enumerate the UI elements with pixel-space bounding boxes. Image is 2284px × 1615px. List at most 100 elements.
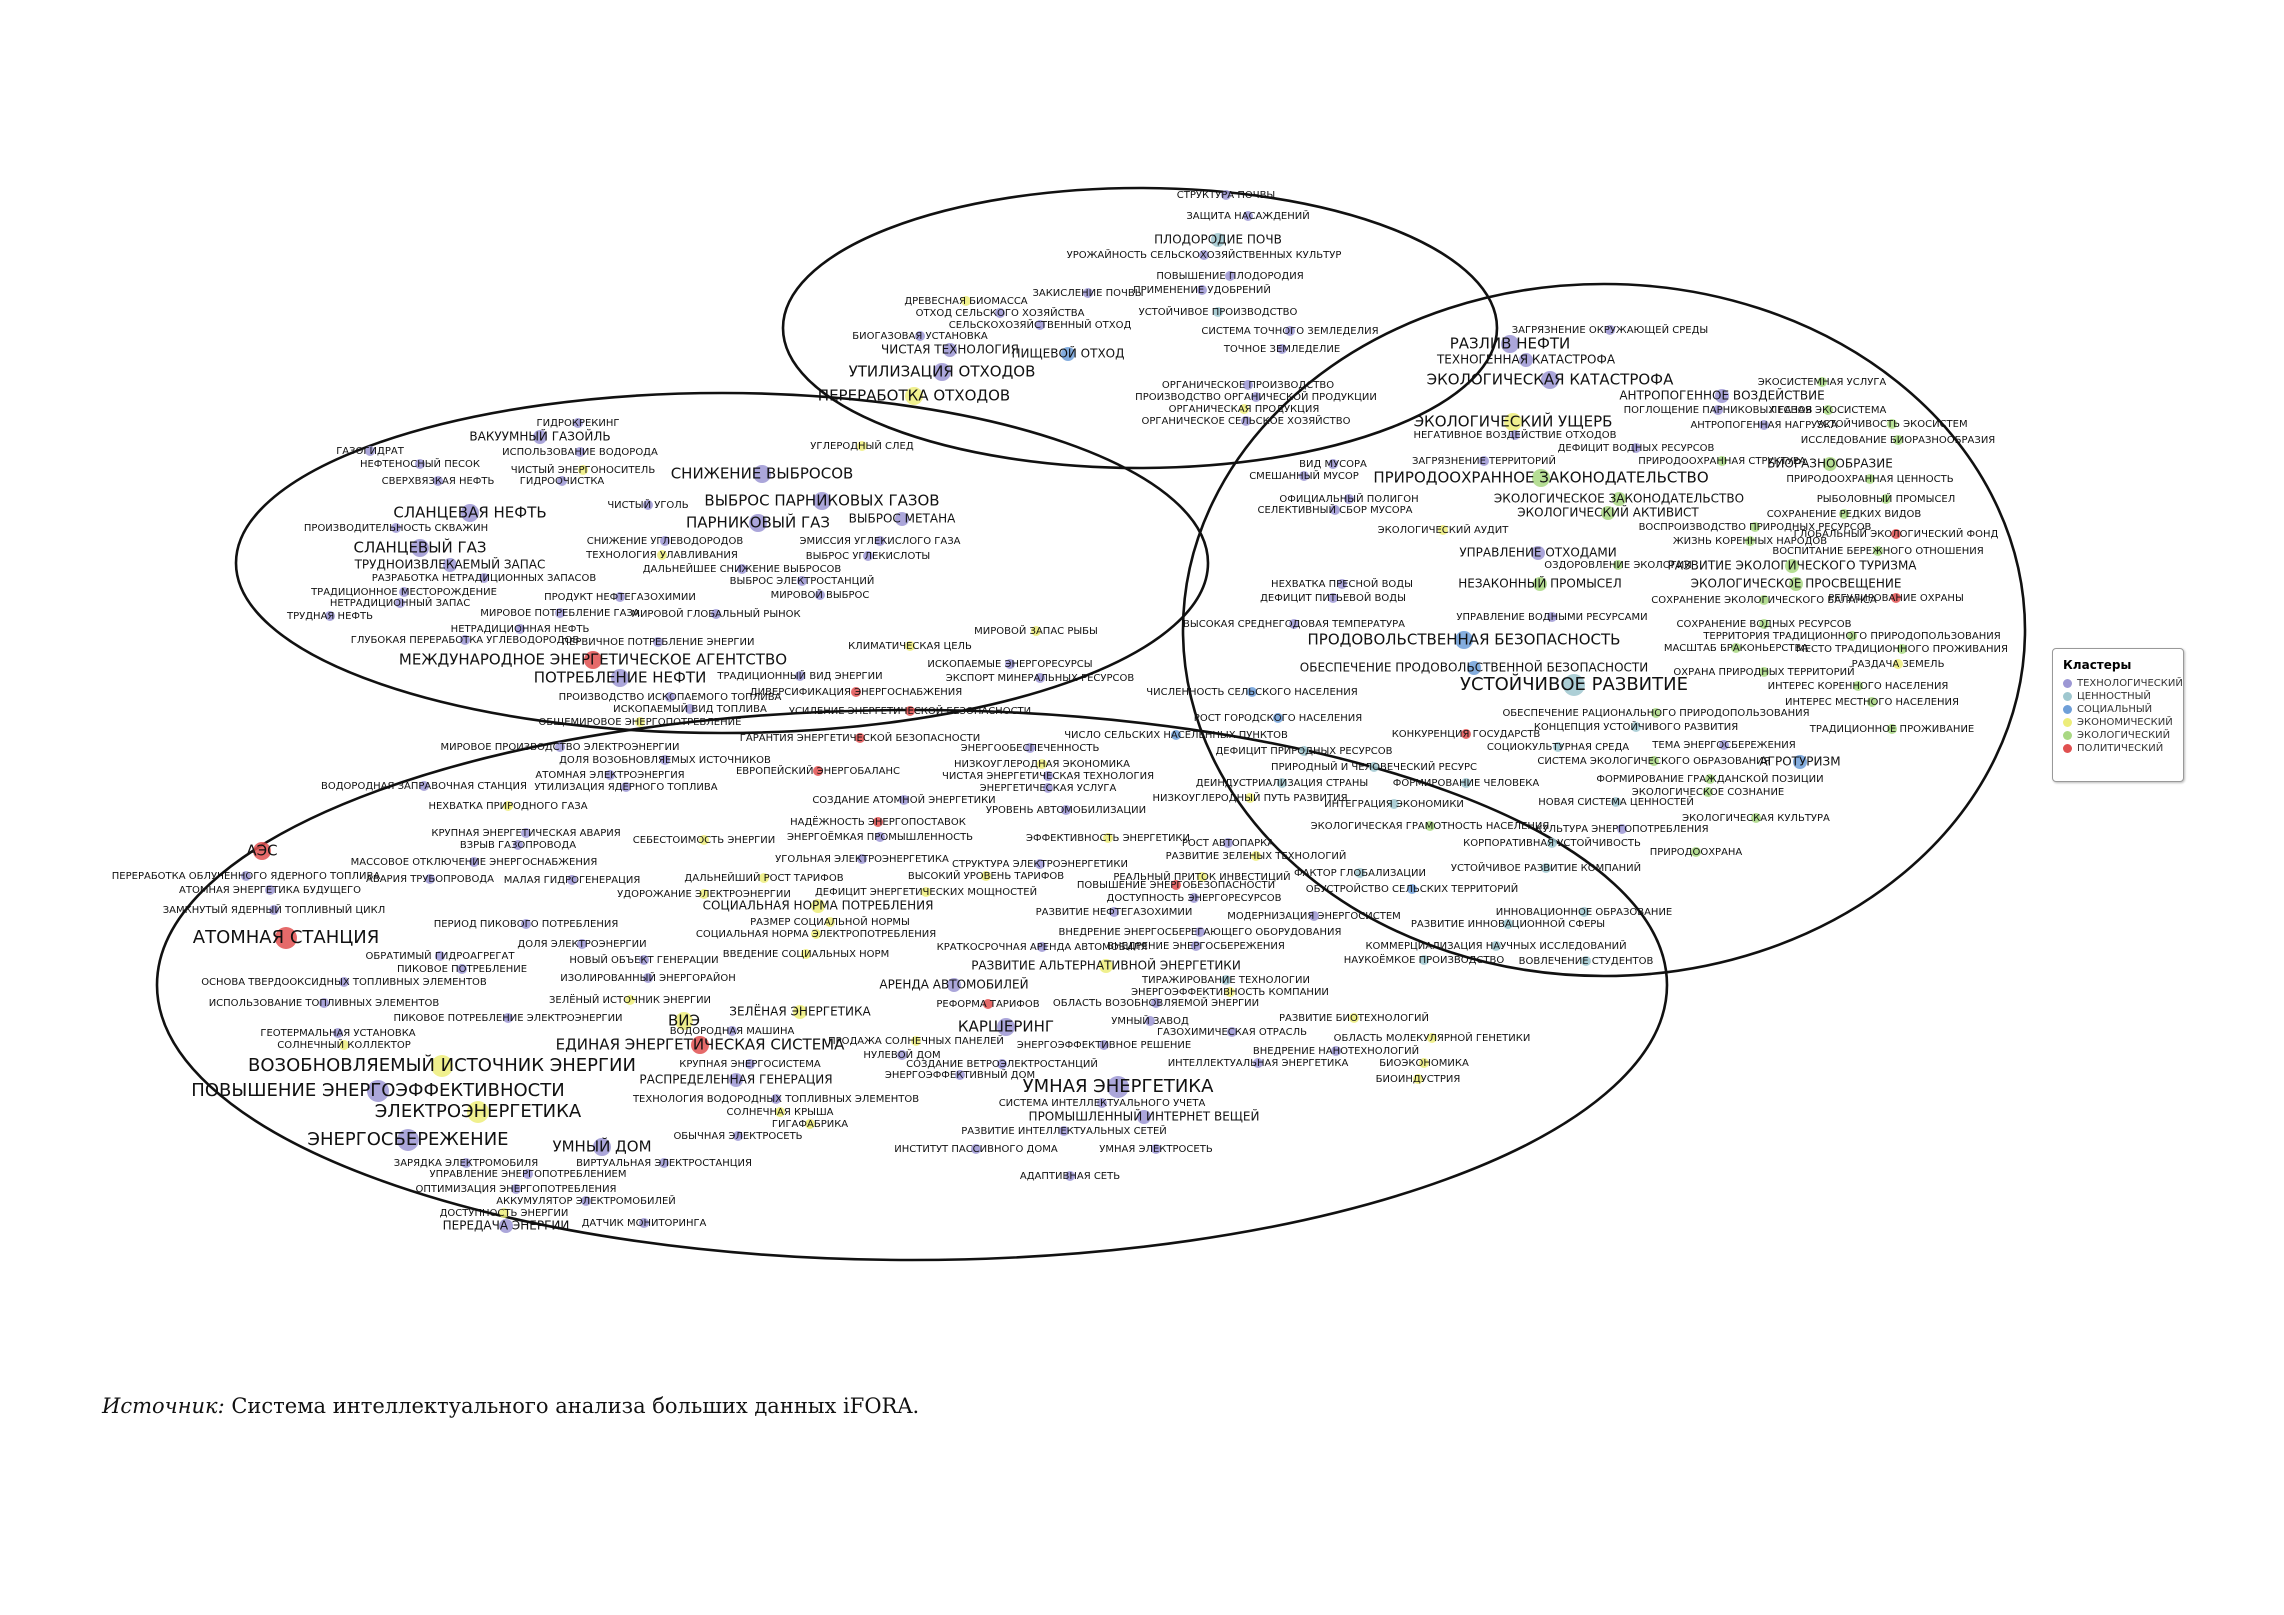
term-label: МИРОВОЕ ПОТРЕБЛЕНИЕ ГАЗА	[480, 608, 640, 619]
term-label: МАЛАЯ ГИДРОГЕНЕРАЦИЯ	[504, 875, 641, 886]
term-dot	[391, 523, 401, 533]
term-label: ЗАГРЯЗНЕНИЕ ОКРУЖАЮЩЕЙ СРЕДЫ	[1512, 323, 1708, 336]
term-label: ОБЫЧНАЯ ЭЛЕКТРОСЕТЬ	[673, 1131, 802, 1142]
term-label: РОСТ АВТОПАРКА	[1182, 838, 1274, 849]
term-dot	[533, 430, 547, 444]
term-label: СОХРАНЕНИЕ ЭКОЛОГИЧЕСКОГО БАЛАНСА	[1651, 595, 1877, 606]
term-dot	[479, 573, 489, 583]
term-dot	[955, 1070, 965, 1080]
legend-swatch	[2063, 744, 2072, 753]
term-label: ДАЛЬНЕЙШИЙ РОСТ ТАРИФОВ	[684, 871, 843, 884]
term-dot	[411, 539, 429, 557]
term-dot	[1823, 405, 1833, 415]
term-dot	[419, 781, 429, 791]
term-dot	[1887, 724, 1897, 734]
term-dot	[555, 608, 565, 618]
term-label: ПРИРОДООХРАННАЯ СТРУКТУРА	[1638, 456, 1806, 467]
term-dot	[1759, 619, 1769, 629]
term-dot	[1547, 612, 1557, 622]
term-label: МИРОВОЙ ВЫБРОС	[771, 588, 870, 601]
term-dot	[1793, 755, 1807, 769]
term-label: ЧИСТЫЙ УГОЛЬ	[607, 498, 688, 511]
term-dot	[523, 1169, 533, 1179]
term-label: СЕЛЬСКОХОЗЯЙСТВЕННЫЙ ОТХОД	[949, 318, 1132, 331]
term-dot	[1605, 325, 1615, 335]
term-label: ЭНЕРГООБЕСПЕЧЕННОСТЬ	[961, 743, 1100, 754]
term-label: БИОЭКОНОМИКА	[1379, 1058, 1469, 1069]
term-label: ЭНЕРГОЁМКАЯ ПРОМЫШЛЕННОСТЬ	[787, 830, 973, 843]
term-dot	[897, 1050, 907, 1060]
term-dot	[857, 441, 867, 451]
term-dot	[1277, 778, 1287, 788]
term-label: КОРПОРАТИВНАЯ УСТОЙЧИВОСТЬ	[1463, 836, 1641, 849]
term-dot	[1789, 577, 1803, 591]
term-dot	[461, 504, 479, 522]
term-dot	[1881, 494, 1891, 504]
term-dot	[1043, 771, 1053, 781]
term-label: АТОМНАЯ ЭЛЕКТРОЭНЕРГИЯ	[535, 770, 684, 781]
term-dot	[1344, 494, 1354, 504]
term-label: ПРОМЫШЛЕННЫЙ ИНТЕРНЕТ ВЕЩЕЙ	[1029, 1109, 1260, 1124]
term-label: СИСТЕМА ИНТЕЛЛЕКТУАЛЬНОГО УЧЕТА	[999, 1098, 1206, 1109]
term-dot	[699, 835, 709, 845]
term-dot	[1533, 577, 1547, 591]
term-label: БИОГАЗОВАЯ УСТАНОВКА	[852, 331, 988, 342]
term-label: ГЛОБАЛЬНЫЙ ЭКОЛОГИЧЕСКИЙ ФОНД	[1794, 527, 1999, 540]
term-label: ДЕФИЦИТ ВОДНЫХ РЕСУРСОВ	[1558, 443, 1715, 454]
term-label: ДИВЕРСИФИКАЦИЯ ЭНЕРГОСНАБЖЕНИЯ	[750, 687, 962, 698]
term-label: ЭНЕРГЕТИЧЕСКАЯ УСЛУГА	[980, 783, 1117, 794]
term-dot	[775, 1107, 785, 1117]
term-dot	[1759, 595, 1769, 605]
term-label: ВОСПИТАНИЕ БЕРЕЖНОГО ОТНОШЕНИЯ	[1772, 546, 1983, 557]
term-dot	[961, 296, 971, 306]
term-label: УСТОЙЧИВОЕ ПРОИЗВОДСТВО	[1139, 305, 1298, 318]
term-dot	[1873, 546, 1883, 556]
term-dot	[771, 1094, 781, 1104]
legend-label: ЦЕННОСТНЫЙ	[2077, 691, 2151, 702]
term-dot	[1691, 847, 1701, 857]
term-dot	[1823, 457, 1837, 471]
term-dot	[1253, 1058, 1263, 1068]
term-label: АНТРОПОГЕННАЯ НАГРУЗКА	[1690, 420, 1837, 431]
term-label: ОХРАНА ПРИРОДНЫХ ТЕРРИТОРИЙ	[1673, 665, 1854, 678]
term-label: ПОГЛОЩЕНИЕ ПАРНИКОВЫХ ГАЗОВ	[1624, 405, 1813, 416]
term-dot	[1043, 783, 1053, 793]
term-label: УСТОЙЧИВОСТЬ ЭКОСИСТЕМ	[1816, 417, 1967, 430]
term-dot	[1035, 673, 1045, 683]
term-dot	[1731, 643, 1741, 653]
term-dot	[1247, 687, 1257, 697]
term-dot	[911, 1036, 921, 1046]
term-dot	[805, 1119, 815, 1129]
term-label: ВНЕДРЕНИЕ ЭНЕРГОСБЕРЕГАЮЩЕГО ОБОРУДОВАНИ…	[1059, 927, 1342, 938]
term-dot	[1061, 347, 1075, 361]
term-dot	[269, 905, 279, 915]
term-label: НАДЁЖНОСТЬ ЭНЕРГОПОСТАВОК	[790, 815, 966, 828]
term-dot	[435, 951, 445, 961]
term-dot	[753, 465, 771, 483]
term-label: ДЕФИЦИТ ПИТЬЕВОЙ ВОДЫ	[1260, 591, 1406, 604]
term-dot	[971, 1144, 981, 1154]
term-dot	[1331, 1046, 1341, 1056]
term-dot	[1171, 880, 1181, 890]
term-dot	[1277, 344, 1287, 354]
term-dot	[395, 598, 405, 608]
term-label: ИНТЕЛЛЕКТУАЛЬНАЯ ЭНЕРГЕТИКА	[1168, 1058, 1349, 1069]
term-dot	[1005, 659, 1015, 669]
term-dot	[1631, 722, 1641, 732]
term-label: МОДЕРНИЗАЦИЯ ЭНЕРГОСИСТЕМ	[1227, 911, 1401, 922]
term-dot	[1817, 377, 1827, 387]
term-dot	[611, 669, 629, 687]
term-dot	[578, 465, 588, 475]
term-dot	[1299, 746, 1309, 756]
term-label: ФАКТОР ГЛОБАЛИЗАЦИИ	[1294, 868, 1426, 879]
term-label: СИСТЕМА ЭКОЛОГИЧЕСКОГО ОБРАЗОВАНИЯ	[1537, 756, 1770, 767]
term-label: МЕСТО ТРАДИЦИОННОГО ПРОЖИВАНИЯ	[1796, 644, 2008, 655]
term-dot	[1503, 919, 1513, 929]
term-dot	[1601, 506, 1615, 520]
term-label: ВОДОРОДНАЯ ЗАПРАВОЧНАЯ СТАНЦИЯ	[321, 781, 527, 792]
term-label: ЗАРЯДКА ЭЛЕКТРОМОБИЛЯ	[394, 1158, 538, 1169]
term-dot	[1893, 659, 1903, 669]
term-label: ИСПОЛЬЗОВАНИЕ ТОПЛИВНЫХ ЭЛЕМЕНТОВ	[209, 998, 440, 1009]
term-label: ОБЛАСТЬ МОЛЕКУЛЯРНОЙ ГЕНЕТИКИ	[1334, 1031, 1531, 1044]
term-label: ЭКОЛОГИЧЕСКИЙ АКТИВИСТ	[1517, 505, 1699, 520]
